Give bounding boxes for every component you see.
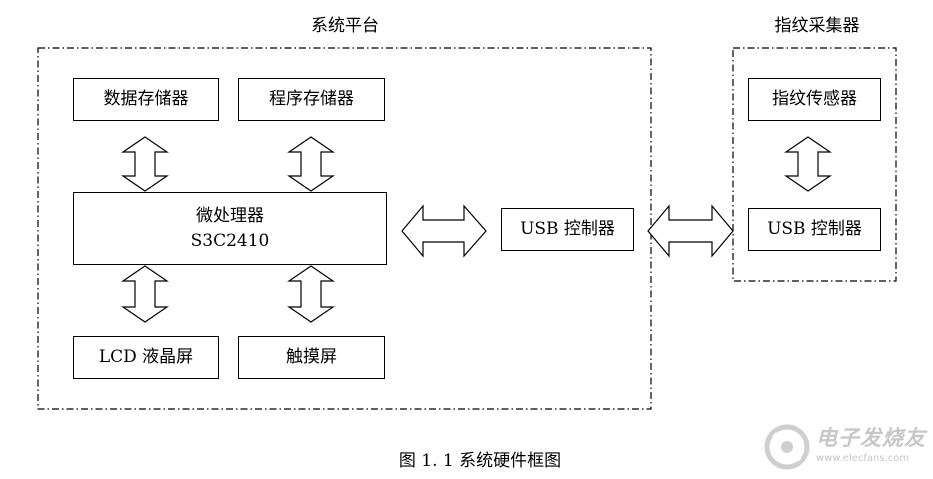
figure-caption: 图 1. 1 系统硬件框图 (398, 451, 562, 471)
double-arrow-data-storage (121, 136, 169, 192)
fingerprint-collector-title: 指纹采集器 (774, 16, 860, 36)
touchscreen-label: 触摸屏 (286, 347, 337, 368)
watermark-url: www.elecfans.com (816, 453, 910, 464)
data-storage-label: 数据存储器 (103, 89, 189, 110)
usb-controller-platform-block: USB 控制器 (501, 208, 634, 251)
usb-controller-platform-label: USB 控制器 (520, 219, 615, 240)
fingerprint-collector-frame (732, 47, 897, 282)
double-arrow-lcd (121, 265, 169, 323)
system-platform-title: 系统平台 (311, 16, 379, 36)
lcd-block: LCD 液晶屏 (73, 336, 219, 379)
microprocessor-block: 微处理器 S3C2410 (73, 192, 387, 265)
double-arrow-usb-usb (647, 204, 734, 258)
usb-controller-collector-label: USB 控制器 (767, 219, 862, 240)
double-arrow-program-storage (287, 136, 335, 192)
lcd-label: LCD 液晶屏 (98, 347, 194, 368)
double-arrow-fingerprint-sensor (784, 136, 832, 192)
double-arrow-touchscreen (287, 265, 335, 323)
watermark: 电子发烧友 www.elecfans.com (760, 420, 930, 475)
usb-controller-collector-block: USB 控制器 (748, 208, 881, 251)
watermark-text: 电子发烧友 (816, 426, 926, 450)
program-storage-label: 程序存储器 (269, 89, 354, 110)
data-storage-block: 数据存储器 (73, 78, 219, 121)
double-arrow-cpu-usb (401, 204, 487, 258)
fingerprint-sensor-label: 指纹传感器 (772, 89, 857, 110)
program-storage-block: 程序存储器 (238, 78, 385, 121)
microprocessor-label: 微处理器 (196, 205, 264, 226)
touchscreen-block: 触摸屏 (238, 336, 385, 379)
watermark-logo-icon (764, 424, 810, 470)
fingerprint-sensor-block: 指纹传感器 (748, 78, 881, 121)
microprocessor-model: S3C2410 (190, 230, 270, 251)
